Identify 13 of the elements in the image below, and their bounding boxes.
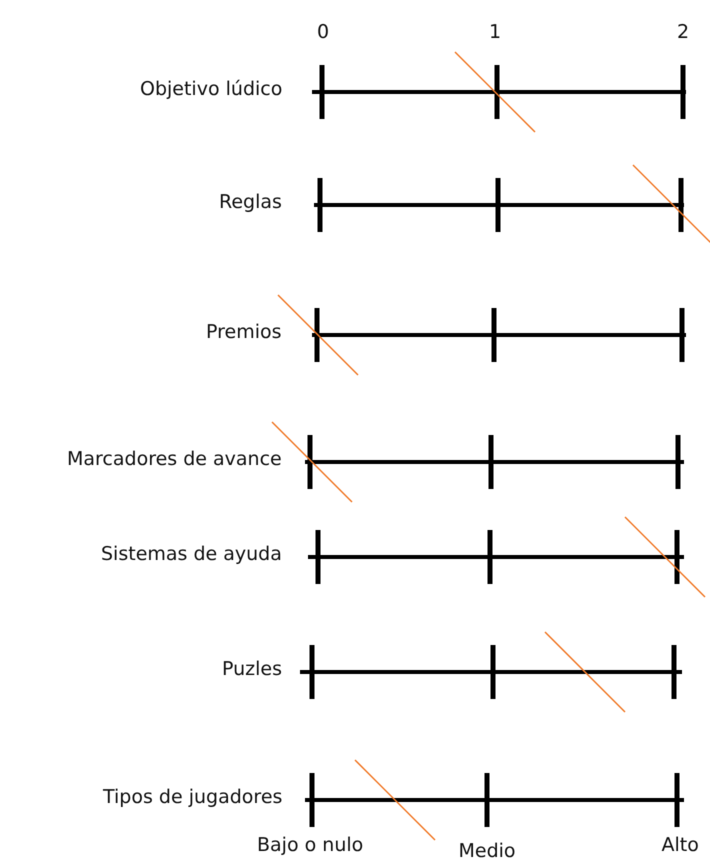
- scale-level-label: Bajo o nulo: [257, 834, 364, 856]
- criterion-label: Reglas: [219, 191, 282, 213]
- criterion-label: Puzles: [222, 658, 282, 680]
- scale-value: 2: [677, 21, 690, 43]
- criterion-label: Premios: [206, 321, 282, 343]
- scale-value: 1: [489, 21, 502, 43]
- criterion-label: Sistemas de ayuda: [101, 543, 282, 565]
- criterion-label: Objetivo lúdico: [140, 78, 282, 100]
- criterion-label: Tipos de jugadores: [103, 786, 282, 808]
- scale-level-label: Medio: [458, 840, 516, 862]
- criterion-label: Marcadores de avance: [67, 448, 282, 470]
- scale-value: 0: [317, 21, 330, 43]
- scale-level-label: Alto: [662, 834, 699, 856]
